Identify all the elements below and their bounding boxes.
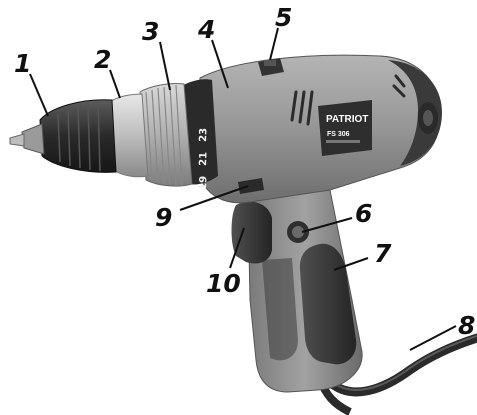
callout-number-2: 2 xyxy=(94,45,111,74)
callout-number-5: 5 xyxy=(275,3,292,32)
torque-ring xyxy=(139,83,193,187)
callout-number-1: 1 xyxy=(14,49,31,78)
torque-value-21: 21 xyxy=(198,152,209,166)
trigger xyxy=(231,201,272,264)
brand-logo: PATRIOT xyxy=(326,114,368,125)
callout-number-9: 9 xyxy=(155,203,172,232)
callout-line-10 xyxy=(229,227,245,269)
callout-line-4 xyxy=(211,39,229,89)
reverse-switch xyxy=(238,178,264,194)
callout-line-5 xyxy=(269,27,279,61)
chuck xyxy=(9,99,117,173)
callout-number-4: 4 xyxy=(197,15,215,44)
handle xyxy=(231,189,363,393)
callout-line-2 xyxy=(109,69,121,99)
callout-line-1 xyxy=(29,73,49,117)
callout-lines xyxy=(29,27,457,351)
callout-line-6 xyxy=(301,217,353,233)
callout-number-10: 10 xyxy=(206,269,241,298)
mode-ring: 19 21 23 xyxy=(182,79,218,190)
torque-scale: 19 21 23 xyxy=(198,128,209,190)
drill-body: PATRIOT FS 306 xyxy=(199,54,442,204)
handle-grip xyxy=(299,243,357,365)
callout-line-7 xyxy=(333,257,369,271)
callout-number-6: 6 xyxy=(355,199,372,228)
callout-number-3: 3 xyxy=(142,17,159,46)
model-label: FS 306 xyxy=(327,131,350,138)
callout-line-8 xyxy=(409,325,457,351)
callout-number-8: 8 xyxy=(458,311,475,340)
callout-numbers: 1 2 3 4 5 6 7 8 9 10 xyxy=(14,3,475,340)
torque-value-19: 19 xyxy=(198,176,209,190)
callout-line-9 xyxy=(179,185,249,211)
callout-line-3 xyxy=(159,41,171,91)
callout-number-7: 7 xyxy=(374,239,392,268)
torque-value-23: 23 xyxy=(198,128,209,142)
